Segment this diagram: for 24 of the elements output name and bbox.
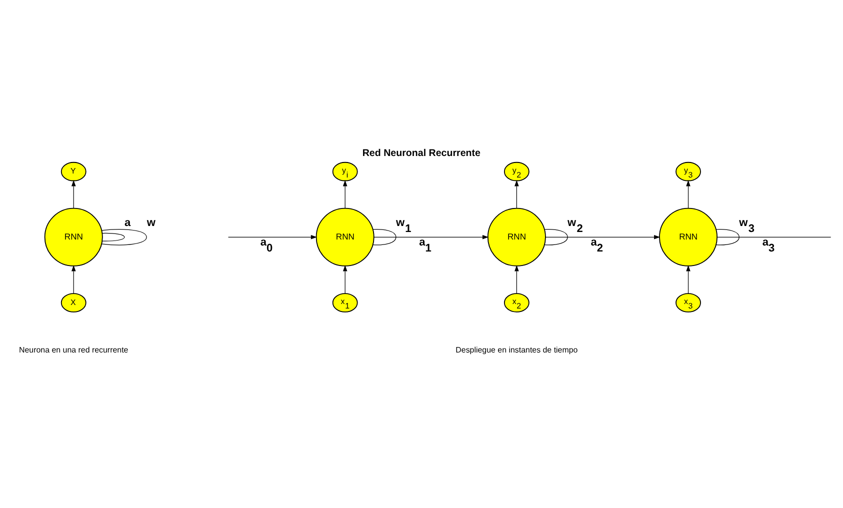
- edge-label: w: [146, 216, 156, 229]
- connector: [716, 229, 740, 246]
- arrow: [686, 180, 690, 209]
- arrow: [342, 265, 348, 294]
- arrow: [514, 180, 519, 209]
- diagram-title: Red Neuronal Recurrente: [362, 148, 481, 160]
- edge-label: a: [124, 216, 131, 229]
- node-circle: RNN: [316, 208, 374, 266]
- arrow: [71, 265, 76, 294]
- arrow: [342, 180, 348, 209]
- node-circle: RNN: [659, 208, 718, 266]
- arrow: [374, 235, 489, 240]
- arrow: [686, 265, 690, 294]
- connector: [372, 229, 396, 246]
- arrow: [514, 265, 519, 294]
- connector: [716, 236, 832, 238]
- connector: [544, 229, 568, 246]
- arrow: [71, 180, 76, 209]
- connector: [102, 232, 125, 242]
- arrow: [228, 235, 318, 240]
- node-circle: RNN: [44, 208, 103, 266]
- arrow: [545, 235, 660, 240]
- connector: [101, 229, 147, 246]
- node-circle: RNN: [487, 208, 546, 266]
